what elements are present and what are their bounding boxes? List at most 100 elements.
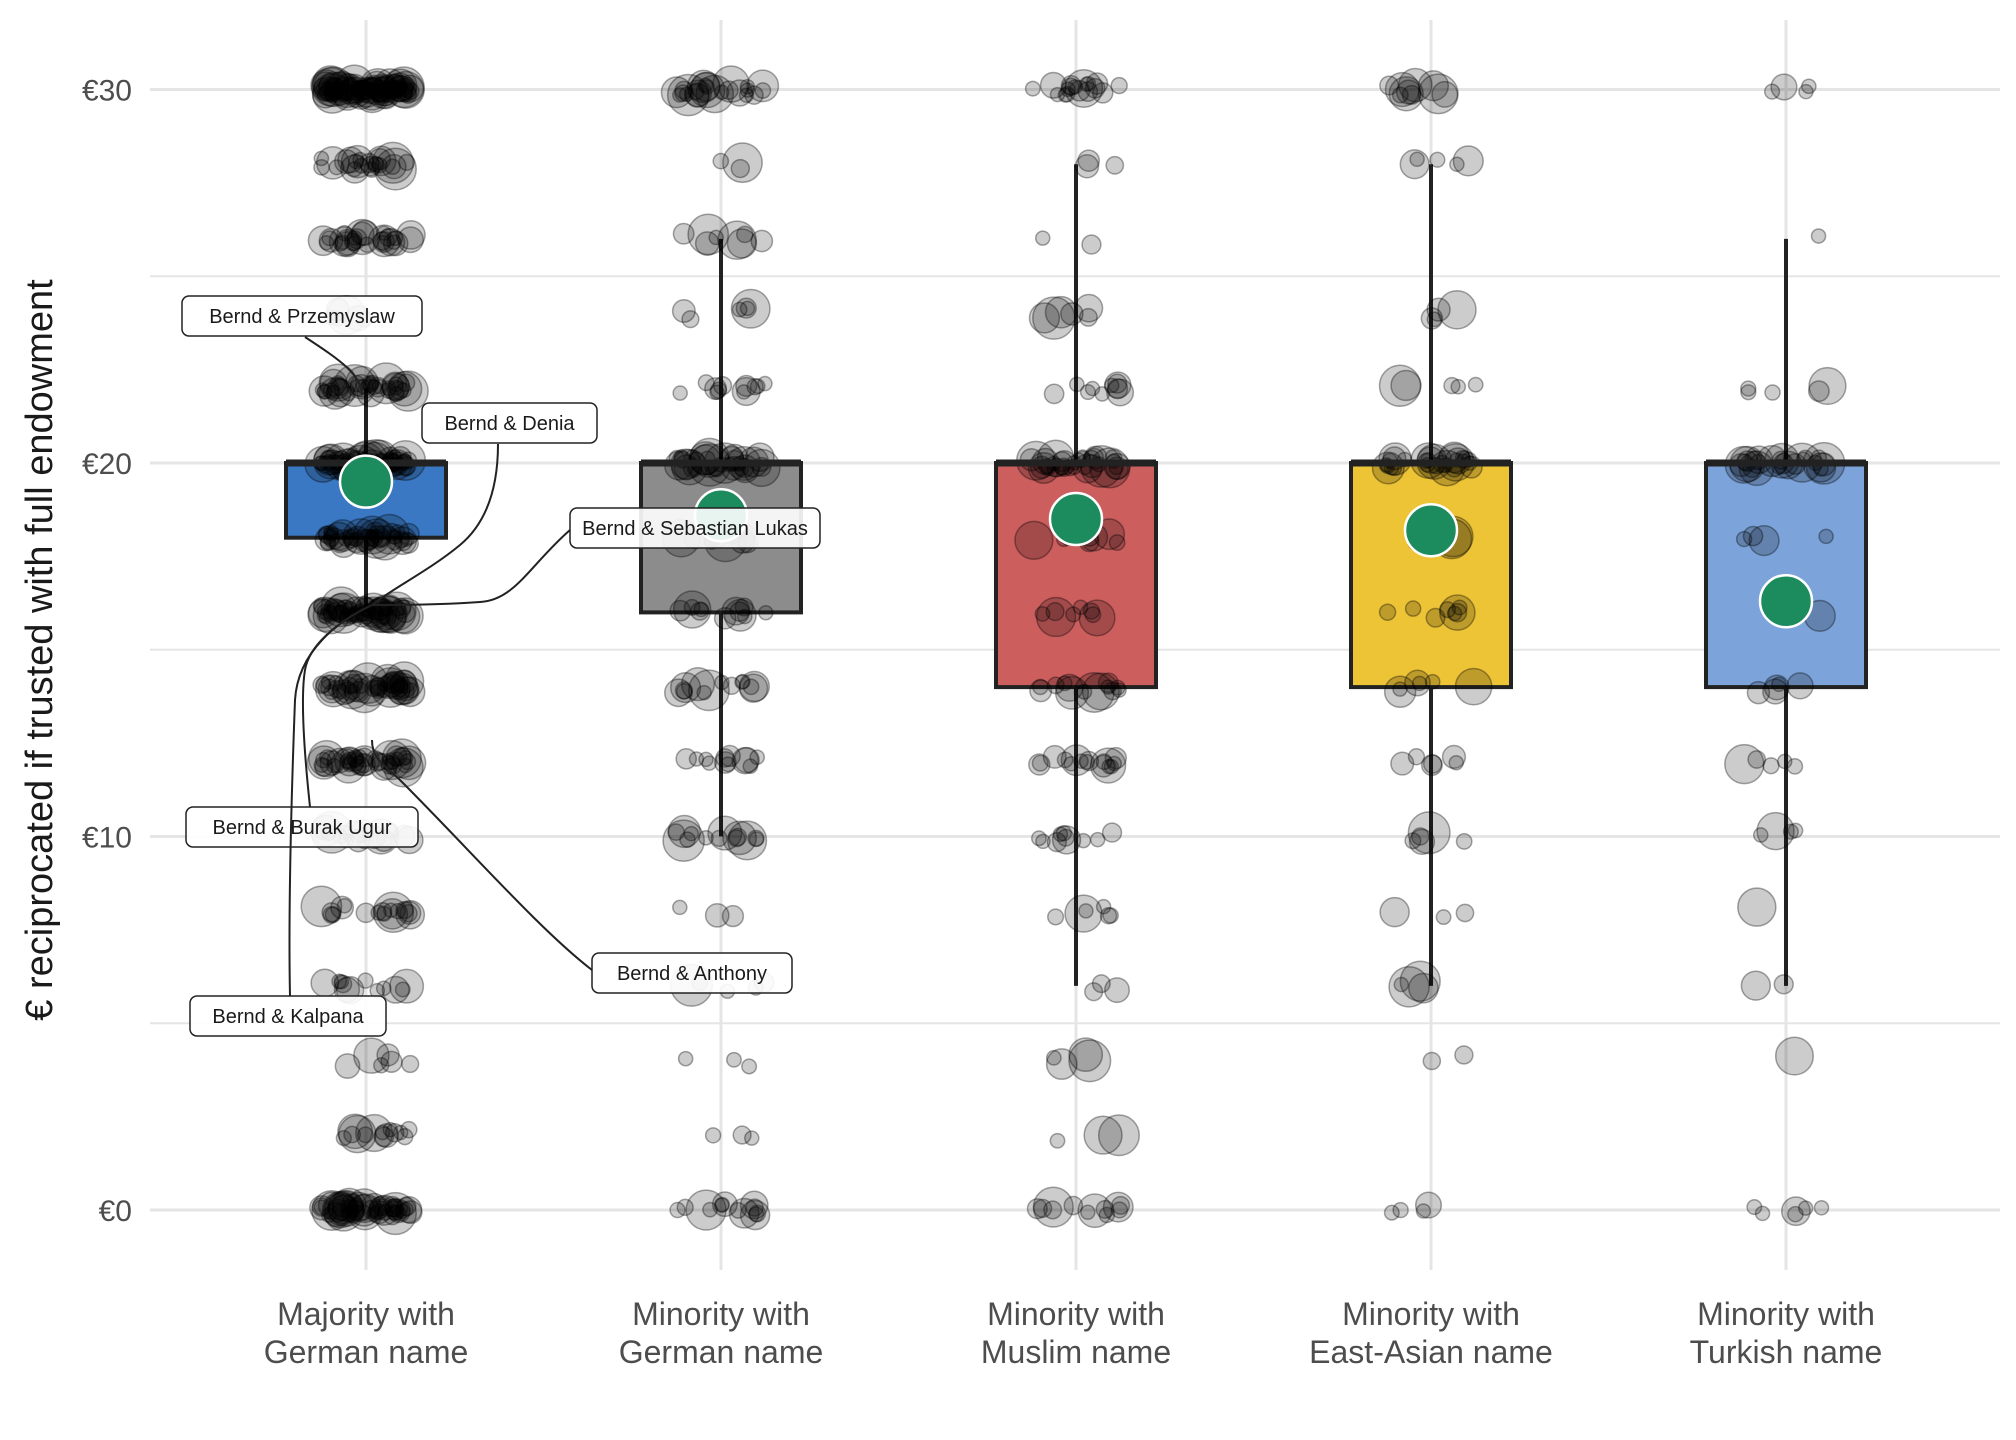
jitter-point bbox=[1072, 599, 1089, 616]
jitter-point bbox=[388, 376, 404, 393]
jitter-point bbox=[316, 607, 333, 624]
jitter-point bbox=[686, 69, 721, 104]
jitter-point bbox=[397, 532, 419, 554]
jitter-point bbox=[1109, 679, 1126, 696]
jitter-point bbox=[1049, 86, 1066, 103]
jitter-point bbox=[367, 224, 401, 258]
jitter-point bbox=[693, 601, 710, 618]
y-tick-label: €20 bbox=[82, 448, 132, 481]
jitter-point bbox=[324, 82, 343, 102]
jitter-point bbox=[713, 1197, 730, 1214]
jitter-point bbox=[394, 981, 411, 998]
jitter-point bbox=[319, 368, 348, 397]
jitter-point bbox=[1431, 80, 1459, 108]
jitter-point bbox=[342, 606, 358, 623]
jitter-point bbox=[377, 83, 394, 101]
jitter-point bbox=[343, 1125, 362, 1144]
jitter-point bbox=[1467, 376, 1484, 393]
jitter-point bbox=[1046, 831, 1068, 853]
jitter-point bbox=[723, 598, 757, 632]
jitter-point bbox=[361, 1199, 381, 1220]
jitter-point bbox=[1097, 672, 1119, 694]
jitter-point bbox=[1084, 77, 1106, 99]
jitter-point bbox=[394, 1195, 423, 1224]
jitter-point bbox=[382, 74, 407, 98]
jitter-point bbox=[315, 751, 332, 769]
jitter-point bbox=[390, 74, 410, 94]
jitter-point bbox=[372, 85, 389, 102]
jitter-point bbox=[327, 1194, 358, 1225]
jitter-point bbox=[1045, 1048, 1078, 1080]
jitter-point bbox=[710, 829, 728, 848]
jitter-point bbox=[674, 80, 694, 100]
jitter-point bbox=[344, 527, 364, 547]
jitter-point bbox=[1103, 377, 1120, 394]
jitter-point bbox=[335, 681, 359, 705]
annotation-label: Bernd & Przemyslaw bbox=[209, 306, 395, 328]
jitter-point bbox=[712, 152, 730, 170]
jitter-point bbox=[364, 597, 401, 634]
jitter-point bbox=[1408, 828, 1436, 856]
jitter-point bbox=[392, 1124, 409, 1141]
jitter-point bbox=[351, 752, 376, 777]
jitter-point bbox=[351, 748, 368, 765]
jitter-point bbox=[371, 81, 400, 110]
jitter-point bbox=[379, 382, 397, 399]
jitter-point bbox=[711, 1191, 738, 1218]
annotation-connector bbox=[371, 443, 499, 606]
jitter-point bbox=[324, 1192, 359, 1227]
jitter-point bbox=[1411, 827, 1430, 846]
jitter-point bbox=[672, 590, 712, 629]
jitter-point bbox=[376, 905, 393, 922]
jitter-point bbox=[376, 1043, 400, 1067]
jitter-point bbox=[1084, 606, 1102, 624]
jitter-point bbox=[1384, 71, 1421, 108]
jitter-point bbox=[1029, 679, 1053, 703]
jitter-point bbox=[346, 1200, 365, 1218]
jitter-point bbox=[380, 757, 398, 775]
jitter-point bbox=[384, 158, 401, 176]
jitter-point bbox=[1399, 149, 1430, 180]
jitter-point bbox=[385, 528, 402, 545]
jitter-point bbox=[363, 161, 380, 178]
jitter-point bbox=[754, 82, 772, 99]
jitter-point bbox=[311, 73, 353, 114]
jitter-point bbox=[1110, 1201, 1129, 1219]
jitter-point bbox=[1039, 71, 1067, 99]
jitter-point bbox=[333, 149, 359, 175]
jitter-point bbox=[341, 1203, 359, 1221]
jitter-point bbox=[385, 670, 409, 694]
jitter-point bbox=[330, 747, 367, 784]
annotation-connector bbox=[371, 529, 571, 606]
jitter-point bbox=[745, 1198, 764, 1217]
jitter-point bbox=[366, 749, 384, 768]
jitter-point bbox=[309, 1195, 335, 1221]
jitter-point bbox=[1046, 676, 1065, 695]
jitter-point bbox=[1448, 754, 1464, 771]
jitter-point bbox=[373, 76, 390, 93]
jitter-point bbox=[322, 382, 340, 399]
annotation-connector bbox=[304, 336, 363, 396]
jitter-point bbox=[367, 376, 389, 398]
jitter-point bbox=[340, 84, 357, 101]
jitter-point bbox=[333, 973, 350, 990]
jitter-point bbox=[398, 85, 418, 104]
jitter-point bbox=[382, 670, 406, 695]
jitter-point bbox=[368, 528, 384, 545]
jitter-point bbox=[399, 76, 416, 93]
jitter-point bbox=[1060, 75, 1082, 97]
jitter-point bbox=[319, 750, 346, 776]
jitter-point bbox=[1383, 1204, 1400, 1221]
jitter-point bbox=[374, 1123, 399, 1149]
jitter-point bbox=[669, 599, 692, 622]
jitter-point bbox=[346, 1188, 382, 1224]
jitter-point bbox=[377, 591, 417, 632]
jitter-point bbox=[1051, 825, 1082, 855]
jitter-point bbox=[342, 518, 380, 556]
jitter-point bbox=[1101, 822, 1123, 843]
jitter-point bbox=[391, 1206, 408, 1222]
jitter-point bbox=[364, 374, 381, 391]
jitter-point bbox=[360, 375, 380, 394]
jitter-point bbox=[346, 1193, 384, 1231]
